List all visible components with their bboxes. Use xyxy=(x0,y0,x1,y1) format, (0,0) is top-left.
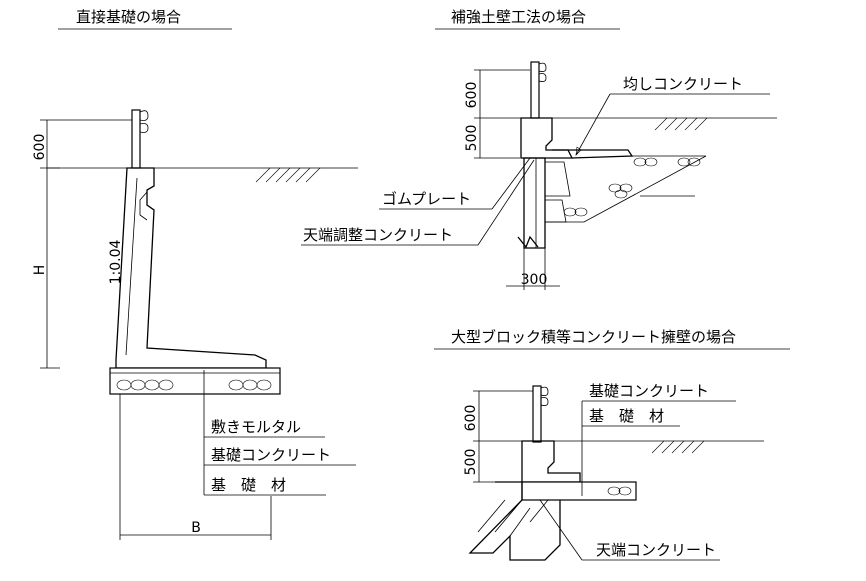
block-label-foundation-concrete: 基礎コンクリート xyxy=(589,382,709,400)
block-dim-600: 600 xyxy=(463,405,479,432)
reinforced-dim-600: 600 xyxy=(464,82,480,109)
block-label-foundation-material: 基 礎 材 xyxy=(589,407,664,425)
title-block-wall: 大型ブロック積等コンクリート擁壁の場合 xyxy=(451,328,736,346)
direct-foundation-drawing xyxy=(40,109,358,540)
reinforced-leveling-arrow xyxy=(575,146,582,156)
direct-guard-bracket xyxy=(139,110,149,133)
block-parapet xyxy=(521,440,581,483)
reinforced-leveling-leader xyxy=(575,93,611,156)
reinforced-panel-face xyxy=(545,199,567,223)
reinforced-ground-hatch xyxy=(654,117,708,131)
direct-dim-B: B xyxy=(191,520,201,536)
reinforced-dim-300: 300 xyxy=(521,272,548,288)
reinforced-label-leveling: 均しコンクリート xyxy=(623,75,743,93)
block-top-concrete-leader xyxy=(539,499,583,561)
reinforced-earth-drawing xyxy=(301,61,777,290)
reinforced-label-top-adjust: 天端調整コンクリート xyxy=(303,226,453,244)
direct-label-mortar: 敷きモルタル xyxy=(211,418,301,436)
block-wall-drawing xyxy=(468,385,764,561)
reinforced-rubber-leader xyxy=(491,157,531,210)
direct-wall-inner-line xyxy=(125,177,138,356)
direct-wall-notch xyxy=(139,191,148,221)
reinforced-guard-bracket xyxy=(538,62,547,82)
reinforced-backfill-boundary xyxy=(545,155,707,223)
direct-dim-600: 600 xyxy=(32,134,48,161)
direct-ground-hatch xyxy=(255,167,321,183)
direct-footing-gravel xyxy=(116,379,272,391)
direct-guard-post xyxy=(131,109,141,169)
reinforced-gravel xyxy=(563,157,701,217)
block-label-top-concrete: 天端コンクリート xyxy=(596,541,716,559)
direct-slope-label: 1:0.04 xyxy=(108,240,124,285)
block-ground-hatch xyxy=(651,440,705,454)
title-reinforced-earth: 補強土壁工法の場合 xyxy=(451,8,586,26)
direct-wall-body xyxy=(115,167,267,369)
reinforced-top-adjust-concrete xyxy=(545,161,571,197)
reinforced-break-symbol xyxy=(517,235,539,249)
block-dim-500: 500 xyxy=(463,449,479,476)
block-guard-bracket xyxy=(540,386,549,406)
block-blocks-outline xyxy=(468,481,561,561)
block-block-joints xyxy=(477,499,549,537)
direct-label-foundation-concrete: 基礎コンクリート xyxy=(211,446,331,464)
reinforced-parapet xyxy=(520,117,574,159)
reinforced-leveling-concrete xyxy=(552,149,634,159)
block-gravel xyxy=(607,486,632,496)
reinforced-wall-panel xyxy=(523,157,546,249)
title-direct-foundation: 直接基礎の場合 xyxy=(76,8,181,26)
reinforced-dim-500: 500 xyxy=(464,125,480,152)
reinforced-label-rubber: ゴムプレート xyxy=(382,190,471,208)
direct-dim-H: H xyxy=(32,265,48,276)
block-guard-post xyxy=(532,385,542,443)
reinforced-guard-post xyxy=(530,61,540,119)
direct-label-foundation-material: 基 礎 材 xyxy=(211,476,286,494)
reinforced-topadj-leader xyxy=(477,159,535,246)
